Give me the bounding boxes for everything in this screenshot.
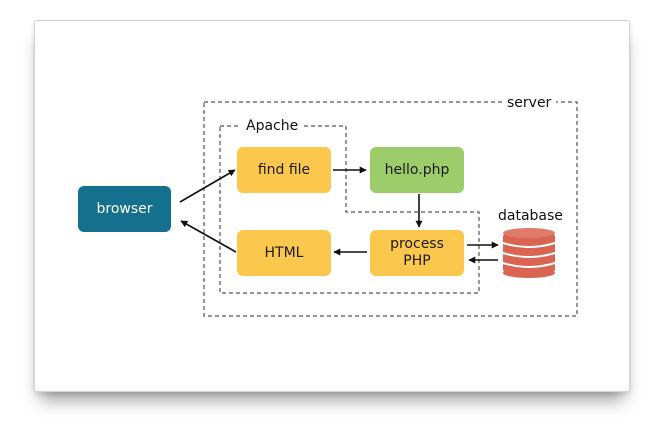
server-label: server: [502, 95, 557, 111]
hello-php-node: hello.php: [370, 147, 464, 193]
database-label: database: [496, 208, 565, 224]
apache-boundary: [219, 125, 480, 294]
arrow-browser-to-find-file: [179, 169, 236, 203]
arrow-html-to-browser: [180, 220, 237, 253]
process-php-node: process PHP: [370, 230, 464, 276]
apache-label: Apache: [241, 118, 304, 134]
find-file-node: find file: [237, 147, 331, 193]
find-file-node-label: find file: [257, 161, 311, 178]
browser-node: browser: [78, 186, 171, 232]
browser-node-label: browser: [96, 200, 153, 217]
html-node-label: HTML: [264, 244, 304, 261]
database-cylinder-icon: [502, 228, 556, 278]
hello-php-node-label: hello.php: [384, 161, 450, 178]
server-boundary: [203, 101, 578, 317]
process-php-node-label: process PHP: [390, 236, 444, 269]
html-node: HTML: [237, 230, 331, 276]
